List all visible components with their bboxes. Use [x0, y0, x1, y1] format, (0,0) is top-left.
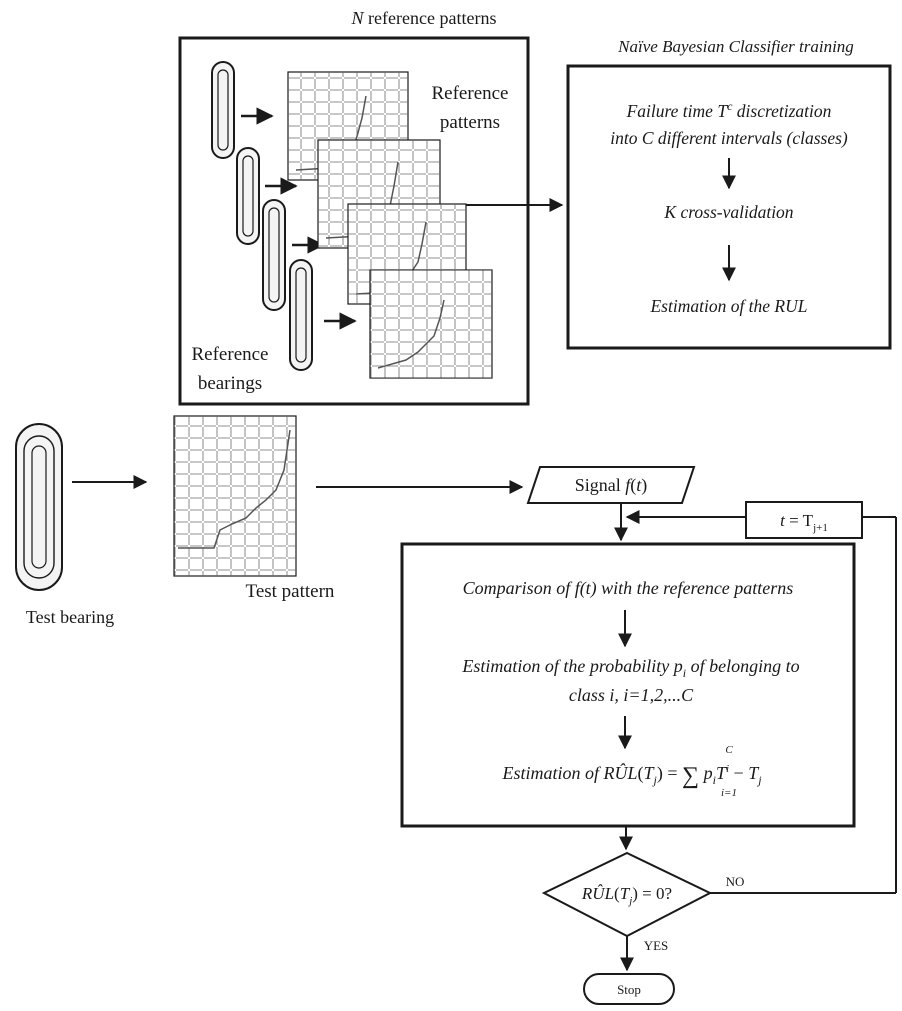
training-step-cross-validation: K cross-validation	[663, 202, 793, 222]
test-pattern-plot	[173, 415, 297, 577]
reference-patterns-title: N reference patterns	[351, 8, 497, 28]
reference-patterns-label-line1: Reference	[432, 83, 509, 104]
reference-bearings-label-line1: Reference	[192, 344, 269, 365]
test-bearing	[15, 423, 63, 591]
time-update-box	[745, 501, 863, 539]
decision-label: RÛL(Tj) = 0?	[581, 884, 672, 907]
training-step-discretization-line2: into C different intervals (classes)	[610, 128, 848, 148]
reference-bearing-3	[262, 199, 286, 311]
test-bearing-label: Test bearing	[26, 607, 114, 627]
probability-step-line1: Estimation of the probability pi of belo…	[461, 656, 799, 680]
comparison-step: Comparison of f(t) with the reference pa…	[463, 578, 794, 599]
sum-upper-limit: C	[725, 744, 733, 756]
reference-pattern-plot-4	[369, 269, 493, 379]
training-step-estimation-rul: Estimation of the RUL	[649, 296, 807, 316]
sum-lower-limit: i=1	[721, 787, 737, 799]
stop-terminal	[583, 973, 675, 1005]
reference-bearing-2	[236, 147, 260, 245]
training-title: Naïve Bayesian Classifier training	[617, 37, 854, 56]
yes-branch-label: YES	[644, 938, 669, 953]
training-box	[566, 64, 892, 350]
reference-patterns-label-line2: patterns	[440, 112, 500, 133]
signal-label: Signal f(t)	[575, 475, 648, 496]
signal-input-box	[526, 466, 696, 504]
reference-bearing-4	[289, 259, 313, 371]
test-pattern-label: Test pattern	[246, 581, 335, 602]
reference-bearings-label-line2: bearings	[198, 373, 262, 394]
stop-label: Stop	[617, 982, 641, 997]
reference-patterns-box	[178, 36, 530, 406]
no-branch-label: NO	[726, 874, 745, 889]
training-step-discretization-line1: Failure time Tc discretization	[626, 99, 832, 121]
rul-estimation-formula: Estimation of RÛL(Tj) = ∑ piTi − Tj	[501, 762, 762, 789]
time-update-label: t = Tj+1	[780, 511, 828, 534]
estimation-box	[400, 542, 856, 828]
reference-bearing-1	[211, 61, 235, 159]
probability-step-line2: class i, i=1,2,...C	[569, 685, 694, 705]
